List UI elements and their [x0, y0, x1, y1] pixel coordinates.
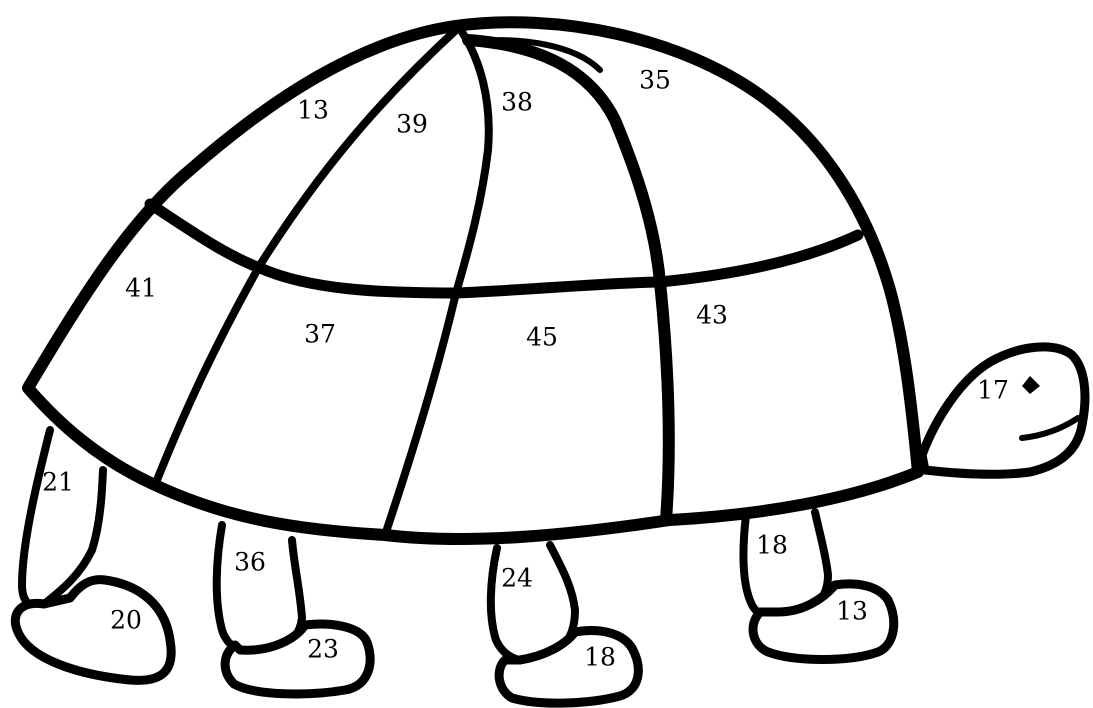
- head: [922, 347, 1085, 474]
- shell: [28, 22, 918, 539]
